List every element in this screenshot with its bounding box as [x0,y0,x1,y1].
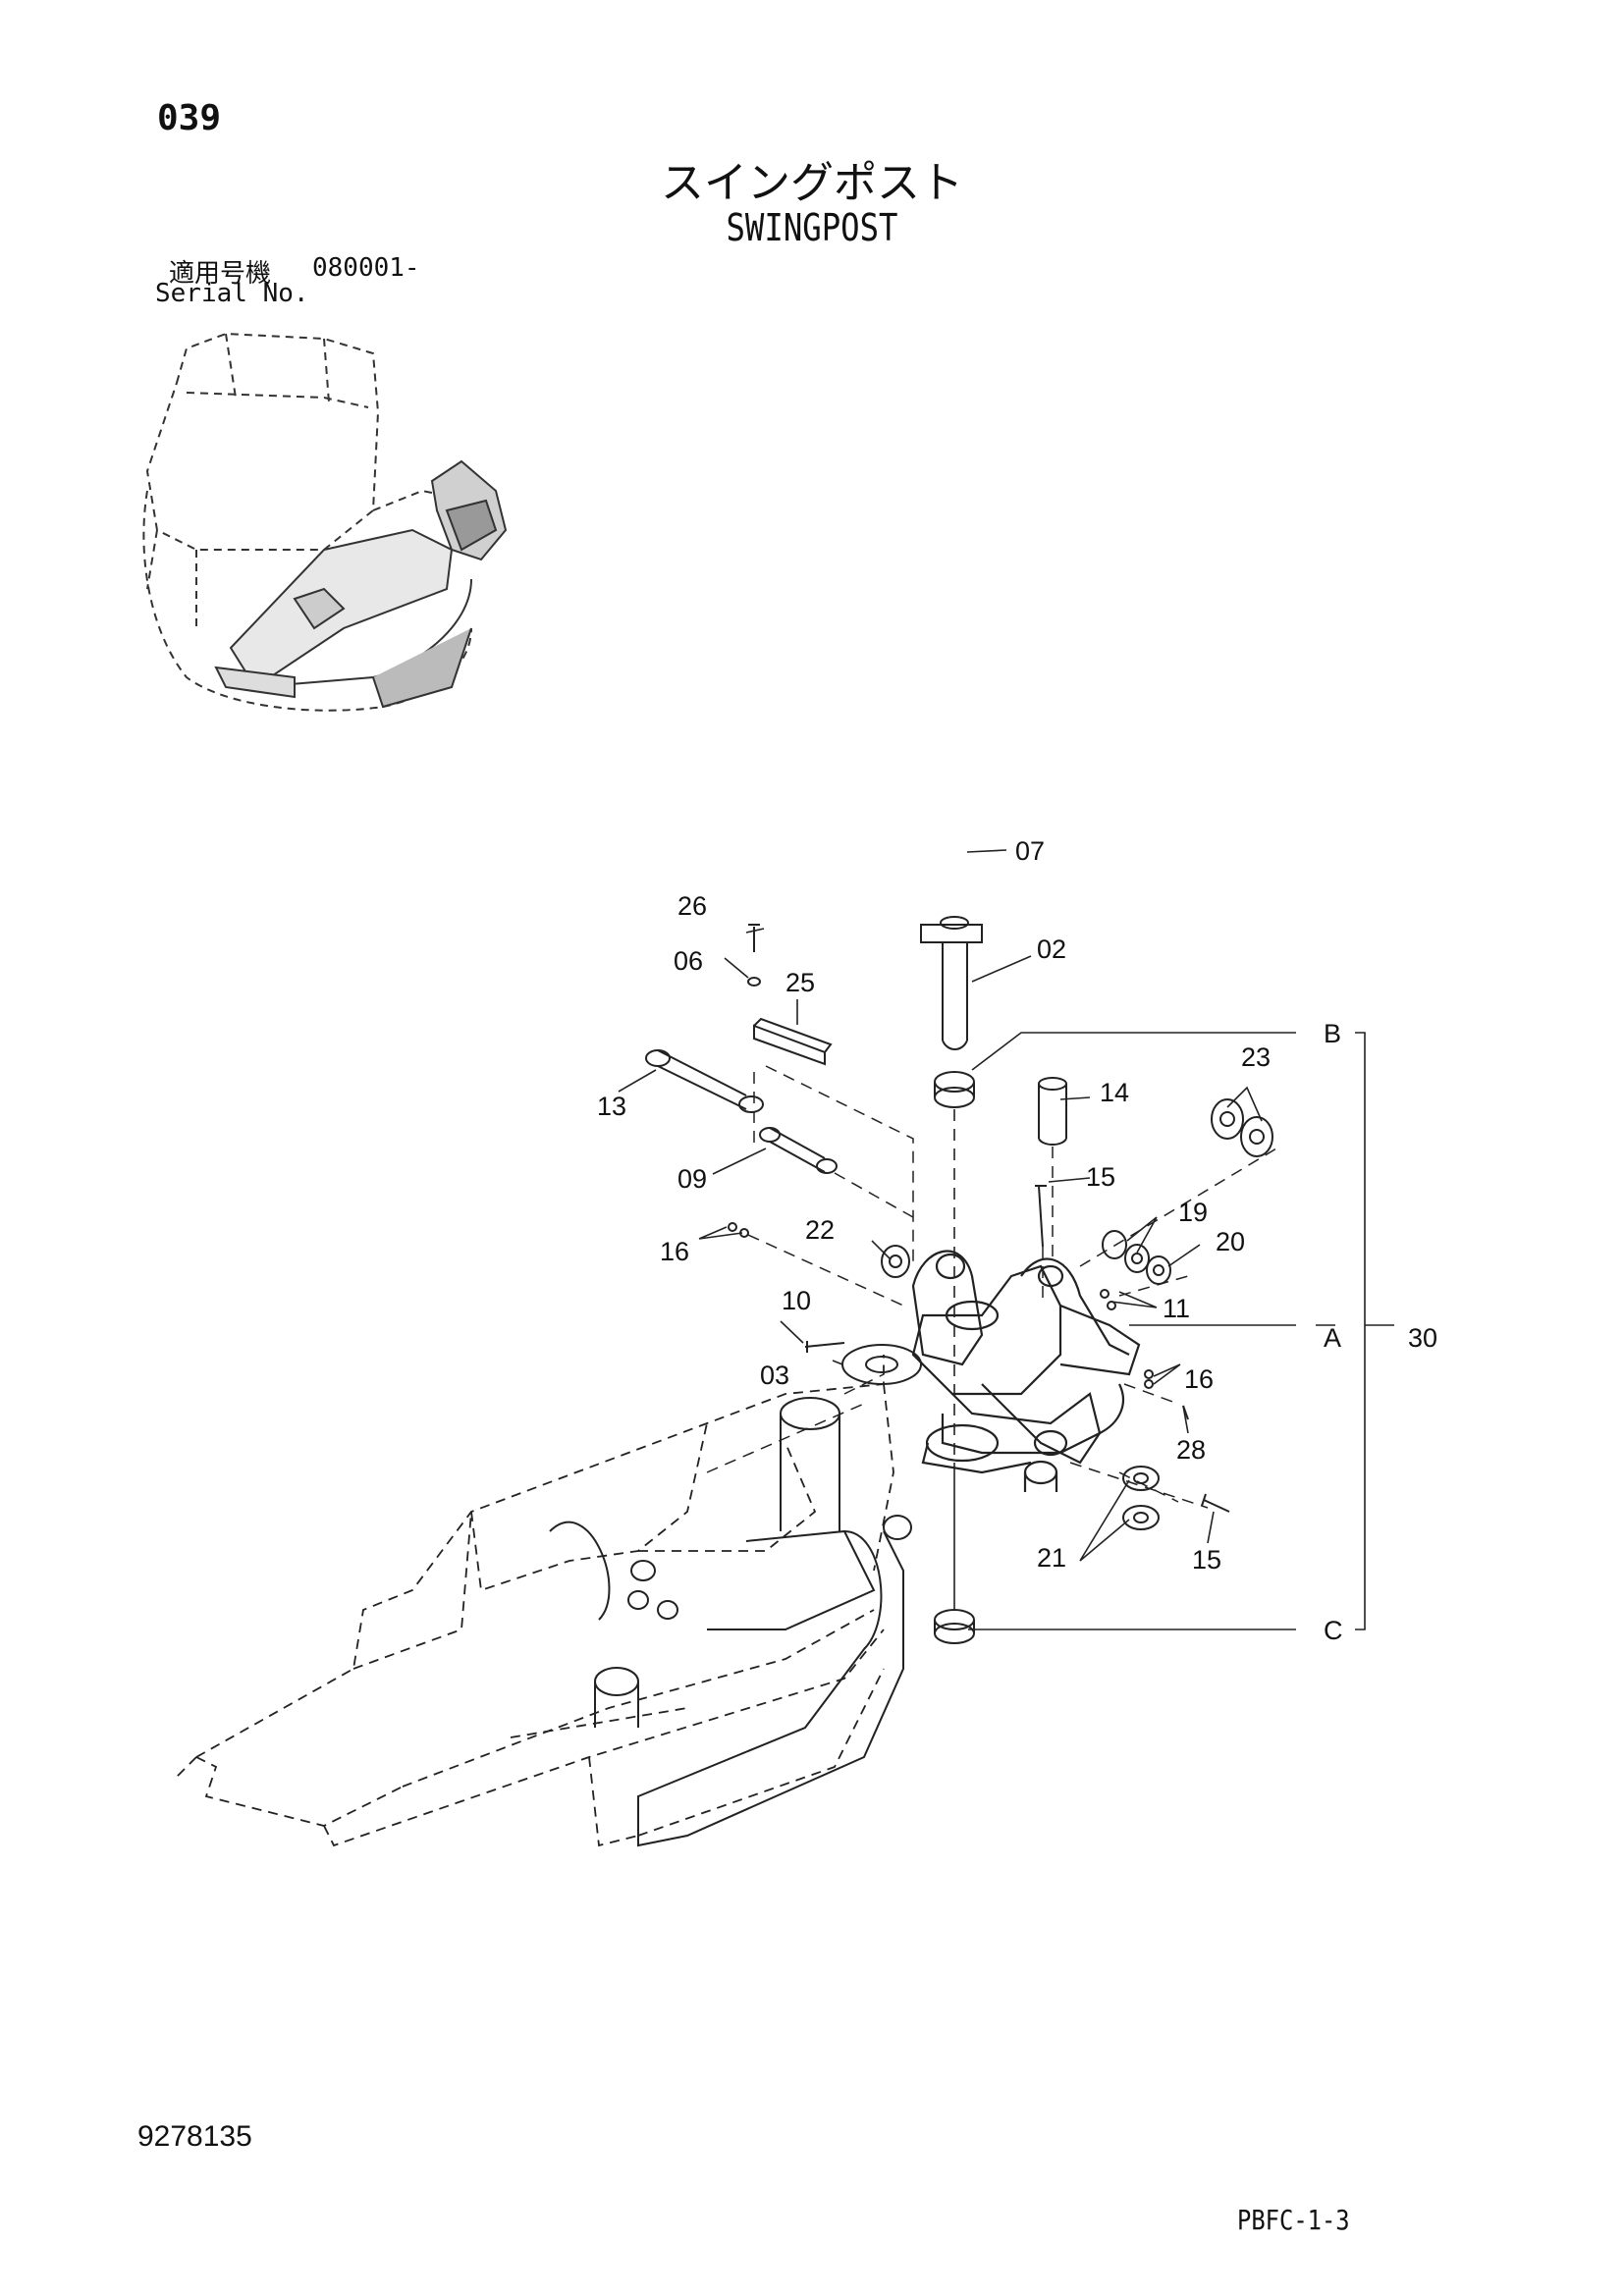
callout-B: B [1324,1019,1341,1048]
callout-03: 03 [760,1361,789,1390]
callout-22: 22 [805,1215,835,1245]
callout-26: 26 [677,891,707,921]
callout-09: 09 [677,1164,707,1194]
callout-15-lower: 15 [1192,1545,1221,1575]
callout-19: 19 [1178,1198,1208,1227]
callout-16-right: 16 [1184,1364,1214,1394]
callout-28: 28 [1176,1435,1206,1465]
callout-25: 25 [785,968,815,997]
serial-value: 080001- [312,253,420,283]
callout-C: C [1324,1616,1343,1645]
machine-overview-thumbnail [142,332,508,712]
callout-13: 13 [597,1092,626,1121]
callout-14: 14 [1100,1078,1129,1107]
page-title-jp: スイングポスト [661,158,963,208]
callout-labels: 07 26 02 06 25 B 23 13 14 09 15 19 22 16… [597,836,1437,1645]
page-number: 039 [157,98,222,138]
callout-20: 20 [1216,1227,1245,1256]
serial-label-jp: 適用号機 [169,259,272,289]
callout-23: 23 [1241,1042,1271,1072]
serial-label-en: Serial No. [155,279,309,308]
callout-02: 02 [1037,934,1066,964]
callout-15-upper: 15 [1086,1162,1115,1192]
page-title-en: SWINGPOST [726,206,898,249]
callout-11: 11 [1163,1294,1190,1323]
callout-A: A [1324,1323,1341,1353]
page-code: PBFC-1-3 [1237,2204,1350,2236]
callout-10: 10 [782,1286,811,1315]
callout-21: 21 [1037,1543,1066,1573]
callout-16-left: 16 [660,1237,689,1266]
document-number: 9278135 [137,2120,252,2153]
callout-30: 30 [1408,1323,1437,1353]
callout-07: 07 [1015,836,1045,866]
swingpost-exploded-diagram [176,849,1394,1847]
callout-06: 06 [674,946,703,976]
